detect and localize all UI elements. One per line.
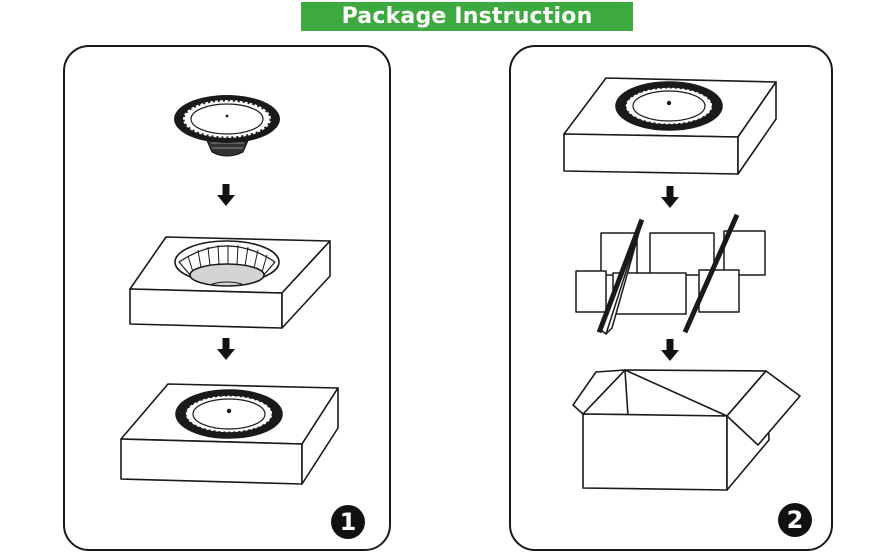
step-number-badge: 1 <box>331 505 365 539</box>
page-title: Package Instruction <box>341 4 593 29</box>
title-banner: Package Instruction <box>301 2 633 31</box>
down-arrow-icon <box>217 184 235 206</box>
cardboard-divider-icon <box>575 213 766 335</box>
boxed-light-icon <box>563 77 777 175</box>
ufo-high-bay-light-icon <box>172 93 282 157</box>
open-carton-icon <box>572 369 801 491</box>
step-number-badge: 2 <box>778 503 812 537</box>
foam-tray-icon <box>129 236 331 329</box>
down-arrow-icon <box>661 339 679 361</box>
down-arrow-icon <box>661 186 679 208</box>
down-arrow-icon <box>217 338 235 360</box>
boxed-light-icon <box>120 383 339 485</box>
